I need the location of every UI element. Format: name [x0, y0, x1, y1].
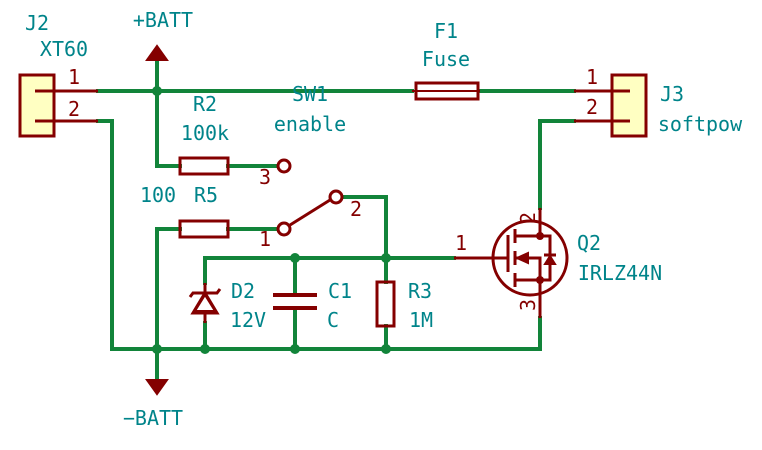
resistor-r2-ref: R2 — [193, 92, 217, 116]
fuse-f1-value: Fuse — [422, 47, 470, 71]
connector-j2-ref: J2 — [25, 11, 49, 35]
mosfet-q2: 1 2 3 Q2 IRLZ44N — [454, 208, 662, 318]
mosfet-q2-pinnum-3: 3 — [516, 299, 540, 311]
resistor-r2-body — [178, 156, 230, 176]
mosfet-q2-value: IRLZ44N — [578, 261, 662, 285]
connector-j3-pinnum-1: 1 — [586, 65, 598, 89]
switch-sw1-contact-2 — [328, 189, 344, 205]
resistor-r5-ref: R5 — [194, 183, 218, 207]
zener-d2: D2 12V — [188, 279, 266, 332]
resistor-r5-body — [178, 219, 230, 239]
mosfet-q2-dot — [536, 232, 544, 240]
junction-dot — [152, 344, 162, 354]
junction-dot — [381, 344, 391, 354]
connector-j2-pinnum-2: 2 — [68, 97, 80, 121]
fuse-f1-ref: F1 — [434, 19, 458, 43]
resistor-r3-body — [375, 280, 396, 328]
zener-d2-value: 12V — [230, 308, 266, 332]
switch-sw1-pinnum-2: 2 — [350, 197, 362, 221]
mosfet-q2-pinnum-1: 1 — [455, 231, 467, 255]
power-batt-minus: −BATT — [123, 379, 183, 430]
zener-d2-ref: D2 — [231, 279, 255, 303]
mosfet-q2-pinnum-2: 2 — [516, 212, 540, 224]
switch-sw1-pinnum-1: 1 — [259, 227, 271, 251]
capacitor-c1-value: C — [327, 308, 339, 332]
capacitor-c1: C1 C — [273, 279, 352, 332]
resistor-r3-ref: R3 — [408, 279, 432, 303]
power-arrow-down-icon — [145, 379, 169, 396]
junction-dot — [290, 253, 300, 263]
connector-j2-body — [18, 73, 56, 138]
connector-j3-ref: J3 — [660, 82, 684, 106]
mosfet-q2-dot — [536, 276, 544, 284]
junction-dot — [152, 86, 162, 96]
power-batt-minus-label: −BATT — [123, 406, 183, 430]
connector-j3-body — [610, 73, 648, 138]
wires — [96, 58, 576, 382]
resistor-r3-value: 1M — [409, 308, 433, 332]
power-arrow-up-icon — [145, 44, 169, 61]
resistor-r2-value: 100k — [181, 121, 229, 145]
connector-j2: J2 XT60 1 2 — [18, 11, 98, 138]
switch-sw1-ref: SW1 — [292, 82, 328, 106]
wire-r5-left — [155, 227, 182, 351]
switch-sw1-contact-1 — [276, 221, 292, 237]
switch-sw1-pinnum-3: 3 — [259, 165, 271, 189]
switch-sw1-lever — [289, 198, 331, 227]
wire-r2-feed — [155, 89, 182, 168]
junction-dot — [200, 344, 210, 354]
power-batt-plus-label: +BATT — [133, 8, 193, 32]
wire-sw2-down — [342, 195, 388, 260]
resistor-r5-value: 100 — [140, 183, 176, 207]
switch-sw1: SW1 enable 1 2 3 — [259, 82, 362, 251]
connector-j2-pinnum-1: 1 — [68, 65, 80, 89]
mosfet-q2-diode-icon — [543, 254, 557, 265]
junction-dot — [290, 344, 300, 354]
mosfet-q2-ref: Q2 — [577, 231, 601, 255]
connector-j3-pinnum-2: 2 — [586, 95, 598, 119]
fuse-f1: F1 Fuse — [412, 19, 480, 101]
resistor-r5: 100 R5 — [140, 183, 230, 239]
junctions — [152, 86, 391, 354]
resistor-r2: R2 100k — [178, 92, 230, 176]
capacitor-c1-ref: C1 — [328, 279, 352, 303]
wire-j2-pin2 — [96, 119, 114, 351]
switch-sw1-value: enable — [274, 112, 346, 136]
wire-drain — [538, 119, 576, 210]
connector-j3: J3 softpow 1 2 — [574, 65, 743, 138]
connector-j3-value: softpow — [658, 112, 743, 136]
connector-j2-value: XT60 — [40, 37, 88, 61]
junction-dot — [381, 253, 391, 263]
mosfet-q2-arrow-icon — [514, 251, 529, 265]
switch-sw1-contact-3 — [276, 158, 292, 174]
power-batt-plus: +BATT — [133, 8, 193, 61]
resistor-r3: R3 1M — [375, 279, 433, 332]
